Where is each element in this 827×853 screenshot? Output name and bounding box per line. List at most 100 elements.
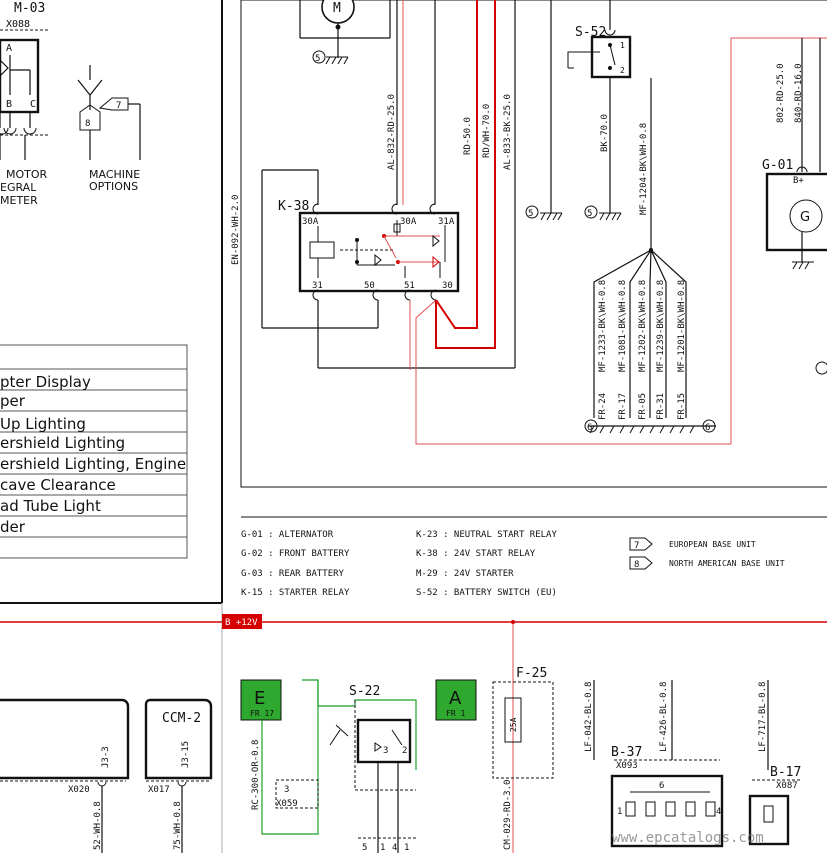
g01-pin-bplus: B+ <box>793 176 804 186</box>
g01-id: G-01 <box>762 158 793 173</box>
m03-component: M-03 X088 A B C MOTOR EGRAL METER <box>0 1 50 207</box>
m03-connector: X088 <box>6 19 30 30</box>
ccm2: CCM-2 J3-15 X017 75-WH-0.8 <box>144 698 213 853</box>
legend-symbol-8: 8 <box>634 560 639 570</box>
k38-pin-50: 50 <box>364 281 375 291</box>
machine-options: 8 7 MACHINE OPTIONS <box>77 65 141 193</box>
options-row-2: per <box>0 392 26 410</box>
ground-ref-1: 5 <box>528 209 533 219</box>
options-row-3: Up Lighting <box>0 415 86 433</box>
m03-label-1: MOTOR <box>6 168 48 181</box>
frame-e-letter: E <box>254 688 265 709</box>
k38-pin-30a-left: 30A <box>302 217 319 227</box>
frame-a: A FR 1 <box>435 679 477 721</box>
mf-wire-1233: MF-1233-BK\WH-0.8 <box>598 280 608 372</box>
s22-bottom-pin-1b: 1 <box>404 843 409 853</box>
legend-k23: K-23 : NEUTRAL START RELAY <box>416 530 557 540</box>
b37-connector: X093 <box>616 761 638 771</box>
ccm2-connector: X017 <box>148 785 170 795</box>
bus-label-box <box>222 614 262 629</box>
mf-branches: 6 6 <box>584 78 716 434</box>
legend-m29: M-29 : 24V STARTER <box>416 569 514 579</box>
option-8-symbol: 8 <box>85 119 90 129</box>
ccm2-id: CCM-2 <box>162 711 201 726</box>
frame-e-label: FR 17 <box>250 709 274 718</box>
ccm-left-wire: 52-WH-0.8 <box>93 801 103 850</box>
b17-connector: X087 <box>776 781 798 791</box>
b17-sensor: B-17 X087 <box>748 765 801 846</box>
watermark: www.epcatalogs.com <box>612 830 764 846</box>
m03-pin-c: C <box>30 99 36 110</box>
g01-alternator: G-01 B+ G <box>762 38 827 375</box>
m03-pin-a: A <box>6 43 12 54</box>
options-row-4: ershield Lighting <box>0 434 125 452</box>
k38-relay: K-38 30A 30A 31A 31 50 51 30 <box>278 199 460 293</box>
ccm-left-connector: X020 <box>68 785 90 795</box>
m03-label-2: EGRAL <box>0 181 37 194</box>
ccm-left: J3-3 X020 52-WH-0.8 <box>0 698 130 853</box>
k38-pin-31: 31 <box>312 281 323 291</box>
wire-label-bk70: BK-70.0 <box>600 114 610 152</box>
ground-ref-2: 5 <box>587 209 592 219</box>
b37-pin-1: 1 <box>617 807 622 817</box>
s52-pin-1: 1 <box>620 41 625 50</box>
rc-wire-label: RC-300-OR-0.8 <box>251 740 261 810</box>
ccm2-wire: 75-WH-0.8 <box>173 801 183 850</box>
k38-pin-30: 30 <box>442 281 453 291</box>
wire-label-en092: EN-092-WH-2.0 <box>231 195 241 265</box>
f25-id: F-25 <box>516 666 547 681</box>
wire-label-al833: AL-833-BK-25.0 <box>503 94 513 170</box>
wire-label-mf1204: MF-1204-BK\WH-0.8 <box>639 123 649 215</box>
k38-pin-51: 51 <box>404 281 415 291</box>
k38-wiring <box>261 0 827 445</box>
wire-label-802: 802-RD-25.0 <box>776 63 786 123</box>
frame-ref-fr24: FR-24 <box>598 393 608 420</box>
frame-ref-fr15: FR-15 <box>677 393 687 420</box>
b37-sensor: B-37 X093 6 1 4 <box>610 745 724 848</box>
ground-symbols: 5 5 <box>525 0 622 221</box>
options-row-1: pter Display <box>0 373 91 391</box>
s22-id: S-22 <box>349 684 380 699</box>
g01-symbol: G <box>800 210 810 225</box>
legend-north-american: NORTH AMERICAN BASE UNIT <box>669 559 785 568</box>
s22-switch: S-22 3 2 5 1 4 1 <box>317 680 417 853</box>
frame-a-letter: A <box>449 688 462 709</box>
s52-pin-2: 2 <box>620 66 625 75</box>
lf-wire-426: LF-426-BL-0.8 <box>659 682 669 752</box>
k38-id: K-38 <box>278 199 309 214</box>
options-row-5: ershield Lighting, Engine <box>0 455 186 473</box>
options-row-7: ad Tube Light <box>0 497 101 515</box>
wire-label-rdwh70: RD/WH-70.0 <box>482 104 492 158</box>
f25-rating: 25A <box>509 717 518 732</box>
f25-wire-label: CM-029-RD-3.0 <box>503 780 513 850</box>
b37-id: B-37 <box>611 745 642 760</box>
legend-g03: G-03 : REAR BATTERY <box>241 569 345 579</box>
b37-pin-6: 6 <box>659 781 664 791</box>
legend-g01: G-01 : ALTERNATOR <box>241 530 334 540</box>
ccm2-pin: J3-15 <box>181 741 191 768</box>
schematic-border <box>240 0 827 488</box>
ground-ref-6-right: 6 <box>705 423 710 433</box>
x059-pin: 3 <box>284 785 289 795</box>
options-table: pter Display per Up Lighting ershield Li… <box>0 344 188 559</box>
frame-ref-fr17: FR-17 <box>618 393 628 420</box>
options-row-8: der <box>0 518 26 536</box>
s22-bottom-pin-1a: 1 <box>380 843 385 853</box>
starter-motor: M 5 <box>299 0 391 65</box>
s22-bottom-pin-4: 4 <box>392 843 397 853</box>
x059-connector: X059 <box>276 799 298 809</box>
b17-id: B-17 <box>770 765 801 780</box>
legend-s52: S-52 : BATTERY SWITCH (EU) <box>416 588 557 598</box>
motor-symbol: M <box>333 1 341 16</box>
s22-pin-2: 2 <box>402 746 407 756</box>
options-row-6: cave Clearance <box>0 476 116 494</box>
legend-k15: K-15 : STARTER RELAY <box>241 588 350 598</box>
m03-pin-b: B <box>6 99 12 110</box>
machine-options-label-2: OPTIONS <box>89 180 138 193</box>
mf-wire-1202: MF-1202-BK\WH-0.8 <box>638 280 648 372</box>
legend-symbol-7: 7 <box>634 541 639 551</box>
frame-a-label: FR 1 <box>446 709 465 718</box>
m03-box <box>0 38 40 114</box>
b37-pin-4: 4 <box>716 807 721 817</box>
